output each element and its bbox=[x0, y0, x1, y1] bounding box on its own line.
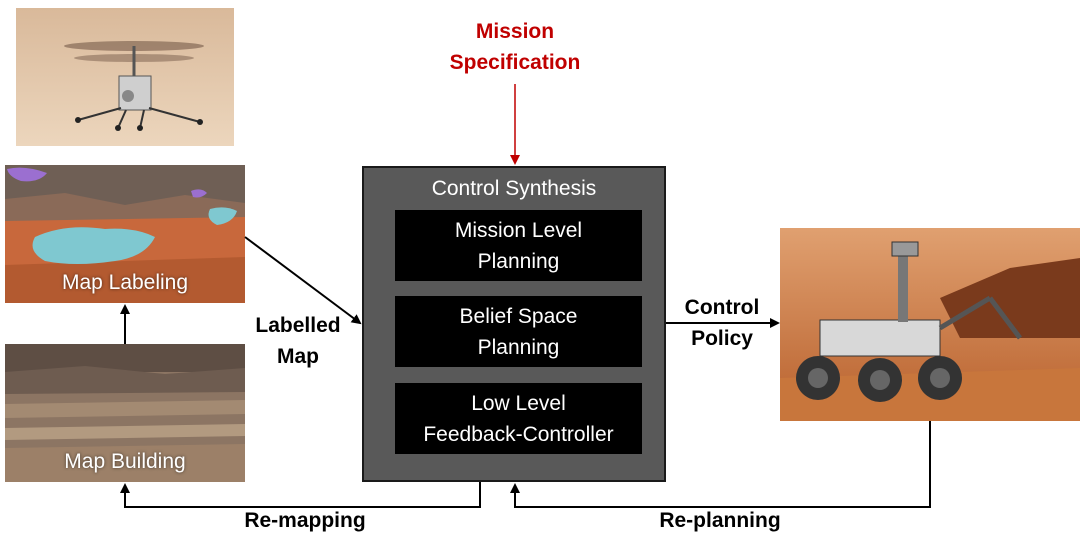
map-building-caption: Map Building bbox=[64, 450, 186, 473]
remapping-arrow bbox=[120, 482, 481, 508]
labelled-map-arrow bbox=[244, 236, 362, 325]
low-level-feedback-controller-block: Low Level Feedback-Controller bbox=[395, 383, 642, 454]
rover-image bbox=[780, 228, 1080, 421]
replanning-arrow bbox=[510, 421, 931, 508]
labelled-map-label: Labelled Map bbox=[255, 314, 341, 368]
mission-level-planning-block: Mission Level Planning bbox=[395, 210, 642, 281]
remapping-label: Re-mapping bbox=[244, 509, 366, 532]
mission-specification-label: Mission Specification bbox=[449, 20, 581, 74]
replanning-label: Re-planning bbox=[659, 509, 781, 532]
control-policy-label: Control Policy bbox=[684, 296, 760, 350]
map-building-image: Map Building bbox=[5, 344, 245, 482]
map-labeling-caption: Map Labeling bbox=[61, 271, 189, 294]
control-synthesis-title: Control Synthesis bbox=[431, 177, 597, 200]
belief-space-planning-block: Belief Space Planning bbox=[395, 296, 642, 367]
map-labeling-image: Map Labeling bbox=[5, 165, 245, 303]
helicopter-image bbox=[16, 8, 234, 146]
control-synthesis-block: Control Synthesis Mission Level Planning… bbox=[362, 166, 666, 482]
